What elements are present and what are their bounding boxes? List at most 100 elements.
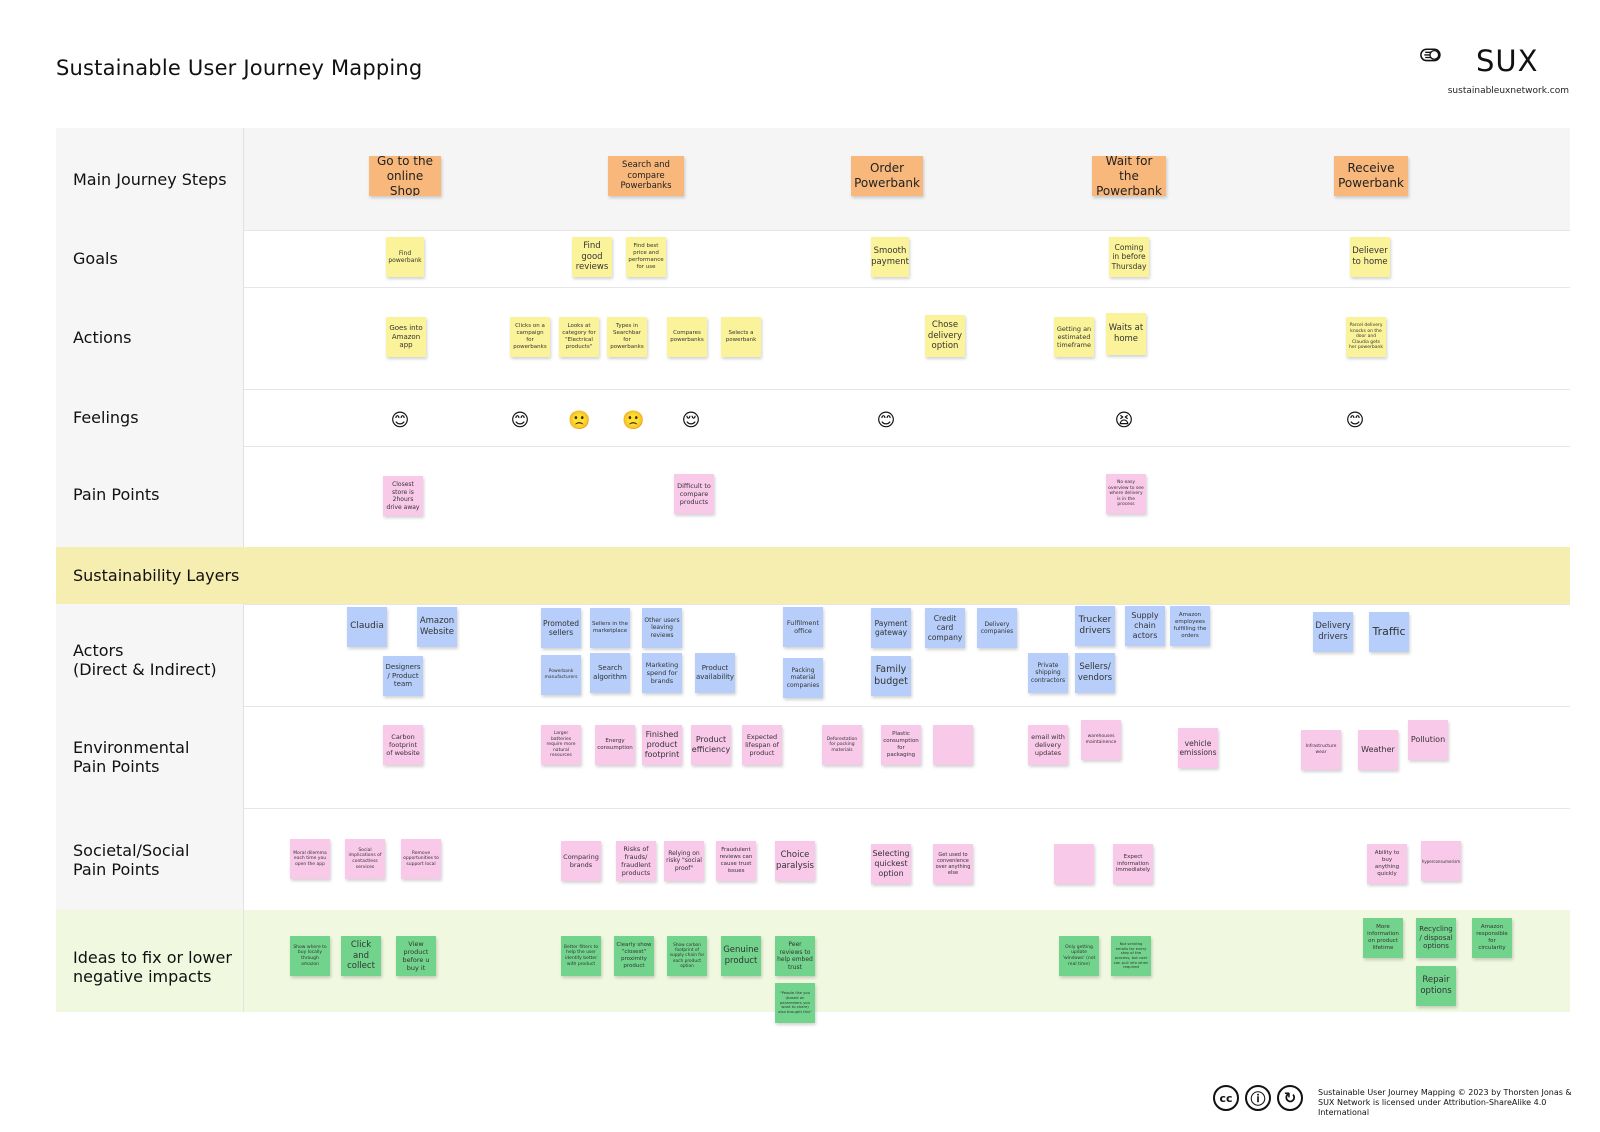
idea-note[interactable]: More information on product lifetime (1363, 918, 1403, 958)
actor-note[interactable]: Fulfilment office (783, 607, 823, 647)
actor-note[interactable]: Amazon employees fulfilling the orders (1170, 606, 1210, 646)
idea-note[interactable]: Show where to buy locally through amazon (290, 936, 330, 976)
social-note[interactable]: Expect information immediately (1113, 844, 1153, 884)
goal-note[interactable]: Smooth payment (871, 237, 909, 277)
step-note[interactable]: Wait for the Powerbank (1092, 156, 1166, 196)
actor-note[interactable]: Amazon Website (417, 607, 457, 647)
social-note[interactable]: Social implications of contactless servi… (345, 839, 385, 879)
idea-note[interactable]: Amazon responsible for circularity (1472, 918, 1512, 958)
social-note[interactable]: Moral dilemma each time you open the app (290, 839, 330, 879)
env-note[interactable]: vehicle emissions (1178, 728, 1218, 768)
action-note[interactable]: Selects a powerbank (721, 317, 761, 357)
social-note[interactable]: Risks of frauds/ fraudlent products (616, 841, 656, 881)
actor-note[interactable]: Designers / Product team (383, 656, 423, 696)
env-note[interactable]: Pollution (1408, 720, 1448, 760)
action-note[interactable]: Clicks on a campaign for powerbanks (510, 317, 550, 357)
feeling-emoji: 😌 (681, 410, 701, 431)
env-note[interactable]: Larger batteries require more natural re… (541, 725, 581, 765)
actor-note[interactable]: Private shipping contractors (1028, 653, 1068, 693)
env-note[interactable]: Weather (1358, 730, 1398, 770)
action-note[interactable]: Waits at home (1106, 313, 1146, 355)
row-goals: Goals Find powerbank Find good reviews F… (56, 230, 1570, 288)
env-note[interactable]: Infrastructure wear (1301, 730, 1341, 770)
env-note[interactable]: Expected lifespan of product (742, 725, 782, 765)
social-note[interactable]: Remove opportunities to support local (401, 839, 441, 879)
idea-note[interactable]: Repair options (1416, 966, 1456, 1006)
social-note[interactable]: Comparing brands (561, 841, 601, 881)
idea-note[interactable]: Recycling / disposal options (1416, 918, 1456, 958)
idea-note[interactable]: Better filters to help the user identify… (561, 936, 601, 976)
sux-logo-icon (1420, 48, 1441, 62)
logo-url[interactable]: sustainableuxnetwork.com (1447, 86, 1569, 96)
row-label: Ideas to fix or lower negative impacts (73, 948, 232, 986)
idea-note[interactable]: Show carbon footprint of supply chain fo… (667, 936, 707, 976)
goal-note[interactable]: Find good reviews (572, 237, 612, 277)
actor-note[interactable]: Powerbank manufacturers (541, 655, 581, 695)
idea-note[interactable]: Peer reviews to help embed trust (775, 936, 815, 976)
actor-note[interactable]: Search algorithm (590, 653, 630, 693)
actor-note[interactable]: Product availability (695, 653, 735, 693)
goal-note[interactable]: Find best price and performance for use (626, 237, 666, 277)
social-note[interactable]: Get used to convenience over anything el… (933, 844, 973, 884)
actor-note[interactable]: Delivery drivers (1313, 612, 1353, 652)
action-note[interactable]: Types in Searchbar for powerbanks (607, 317, 647, 357)
actor-note[interactable]: Other users leaving reviews (642, 608, 682, 648)
idea-note[interactable]: Only getting update 'windows' (not real … (1059, 936, 1099, 976)
idea-note[interactable]: View product before u buy it (396, 936, 436, 976)
actor-note[interactable]: Family budget (871, 656, 911, 696)
step-note[interactable]: Search and compare Powerbanks (608, 156, 684, 196)
action-note[interactable]: Chose delivery option (925, 315, 965, 357)
env-note[interactable]: Carbon footprint of website (383, 725, 423, 765)
action-note[interactable]: Parcel delivery knocks on the door and C… (1346, 317, 1386, 357)
idea-note[interactable]: Clearly show "closest" proximity product (614, 936, 654, 976)
social-note[interactable]: Relying on risky "social proof" (664, 841, 704, 881)
actor-note[interactable]: Claudia (347, 607, 387, 647)
social-note[interactable]: Ability to buy anything quickly (1367, 844, 1407, 884)
action-note[interactable]: Looks at category for "Electrical produc… (559, 317, 599, 357)
env-note[interactable] (933, 725, 973, 765)
pain-note[interactable]: Closest store is 2hours drive away (383, 476, 423, 516)
idea-note[interactable]: "People like you (based on parameters yo… (775, 983, 815, 1023)
actor-note[interactable]: Traffic (1369, 612, 1409, 652)
pain-note[interactable]: No easy overview to see where delivery i… (1106, 474, 1146, 514)
row-label: Societal/Social Pain Points (73, 841, 190, 879)
social-note[interactable] (1054, 844, 1094, 884)
goal-note[interactable]: Deliever to home (1350, 237, 1390, 277)
action-note[interactable]: Compares powerbanks (667, 317, 707, 357)
social-note[interactable]: Choice paralysis (775, 841, 815, 881)
feeling-emoji: 😊 (510, 410, 530, 431)
actor-note[interactable]: Payment gateway (871, 608, 911, 648)
idea-note[interactable]: Genuine product (721, 936, 761, 976)
env-note[interactable]: Energy consumption (595, 725, 635, 765)
env-note[interactable]: Deforestation for packing materials (822, 725, 862, 765)
row-pain-points: Pain Points Closest store is 2hours driv… (56, 446, 1570, 548)
actor-note[interactable]: Packing material companies (783, 658, 823, 698)
idea-note[interactable]: Not sending emails for every step of the… (1111, 936, 1151, 976)
step-note[interactable]: Receive Powerbank (1334, 156, 1408, 196)
step-note[interactable]: Order Powerbank (851, 156, 923, 196)
social-note[interactable]: hyperconsumerism (1421, 841, 1461, 881)
action-note[interactable]: Getting an estimated timeframe (1054, 317, 1094, 357)
env-note[interactable]: Finished product footprint (642, 725, 682, 765)
env-note[interactable]: warehouses maintainence (1081, 720, 1121, 760)
idea-note[interactable]: Click and collect (341, 936, 381, 976)
actor-note[interactable]: Sellers in the marketplace (590, 608, 630, 648)
actor-note[interactable]: Promoted sellers (541, 608, 581, 648)
env-note[interactable]: Product efficiency (691, 725, 731, 765)
goal-note[interactable]: Find powerbank (386, 237, 424, 277)
actor-note[interactable]: Delivery companies (977, 608, 1017, 648)
action-note[interactable]: Goes into Amazon app (386, 317, 426, 357)
cc-license-icons[interactable]: cc ⓘ ↻ (1213, 1085, 1303, 1111)
env-note[interactable]: Plastic consumption for packaging (881, 725, 921, 765)
pain-note[interactable]: Difficult to compare products (674, 474, 714, 514)
step-note[interactable]: Go to the online Shop (369, 156, 441, 196)
actor-note[interactable]: Supply chain actors (1125, 606, 1165, 646)
actor-note[interactable]: Trucker drivers (1075, 606, 1115, 646)
social-note[interactable]: Fraudulent reviews can cause trust issue… (716, 841, 756, 881)
env-note[interactable]: email with delivery updates (1028, 725, 1068, 765)
goal-note[interactable]: Coming in before Thursday (1109, 237, 1149, 277)
actor-note[interactable]: Sellers/ vendors (1075, 653, 1115, 693)
actor-note[interactable]: Marketing spend for brands (642, 653, 682, 693)
social-note[interactable]: Selecting quickest option (871, 844, 911, 884)
actor-note[interactable]: Credit card company (925, 608, 965, 648)
